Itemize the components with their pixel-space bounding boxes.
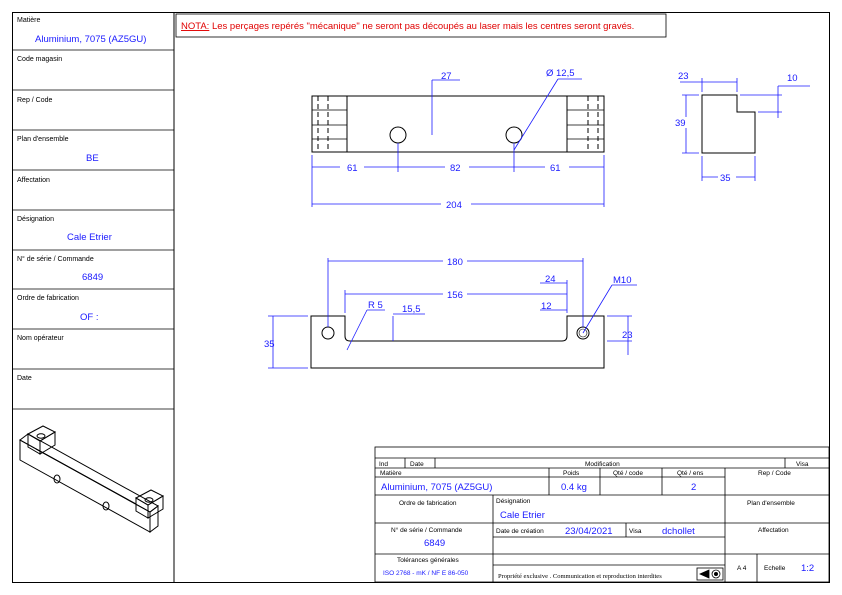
dim-82: 82 [450, 163, 461, 174]
field-value-designation: Cale Etrier [67, 232, 112, 243]
dim-23-side: 23 [678, 71, 689, 82]
field-value-ordre: OF : [80, 312, 98, 323]
dim-27: 27 [441, 71, 452, 82]
dim-23-front: 23 [622, 330, 633, 341]
dim-35-side: 35 [720, 173, 731, 184]
nota-text: NOTA: Les perçages repérés "mécanique" n… [181, 21, 634, 32]
tb-plan-label: Plan d'ensemble [747, 500, 795, 507]
sheet-frame [12, 12, 830, 583]
title-block-text: Ind Date Modification Visa Matière Alumi… [379, 461, 814, 580]
tb-tolerances-label: Tolérances générales [397, 557, 460, 564]
dim-15-5: 15,5 [402, 304, 421, 315]
tb-visa-label: Visa [629, 528, 642, 535]
tb-propriete: Propriété exclusive . Communication et r… [498, 573, 662, 580]
field-label-code-magasin: Code magasin [17, 56, 62, 63]
nota-body: Les perçages repérés "mécanique" ne sero… [209, 21, 634, 32]
field-label-serie: N° de série / Commande [17, 255, 94, 263]
tb-rep-code-label: Rep / Code [758, 470, 791, 477]
top-view [311, 95, 605, 153]
field-label-plan-ensemble: Plan d'ensemble [17, 136, 69, 143]
tb-poids: 0.4 kg [561, 482, 587, 493]
dim-24: 24 [545, 274, 556, 285]
projection-symbol-icon [696, 567, 724, 581]
field-label-ordre: Ordre de fabrication [17, 295, 79, 302]
tb-ind: Ind [379, 461, 388, 468]
dim-204: 204 [446, 200, 462, 211]
field-value-serie: 6849 [82, 272, 103, 283]
tb-designation: Cale Etrier [500, 510, 545, 521]
tb-qte-code-label: Qté / code [613, 470, 643, 477]
field-value-matiere: Aluminium, 7075 (AZ5GU) [35, 34, 146, 45]
side-view [701, 94, 756, 154]
tb-serie-label: N° de série / Commande [391, 526, 463, 534]
dim-61-right: 61 [550, 163, 561, 174]
top-view-dims [311, 78, 605, 209]
dim-39: 39 [675, 118, 686, 129]
dim-r5: R 5 [368, 300, 383, 311]
tb-visa-header: Visa [796, 461, 809, 468]
field-label-affectation: Affectation [17, 177, 50, 184]
tb-qte-ens: 2 [691, 482, 696, 493]
tb-matiere-label: Matière [380, 470, 402, 477]
tb-affectation-label: Affectation [758, 527, 789, 534]
dim-diameter-12-5: Ø 12,5 [546, 68, 575, 79]
tb-date: Date [410, 461, 424, 468]
tb-tolerances: ISO 2768 - mK / NF E 86-050 [383, 570, 469, 577]
field-label-rep-code: Rep / Code [17, 97, 53, 104]
field-label-matiere: Matière [17, 17, 40, 24]
field-label-operateur: Nom opérateur [17, 335, 64, 342]
title-block [374, 446, 830, 583]
dim-10: 10 [787, 73, 798, 84]
front-view-dims [268, 255, 637, 369]
tb-designation-label: Désignation [496, 498, 531, 505]
isometric-view [19, 425, 165, 533]
field-value-plan-ensemble: BE [86, 153, 99, 164]
tb-visa-value: dchollet [662, 526, 695, 537]
front-view [310, 315, 605, 369]
dim-180: 180 [447, 257, 463, 268]
field-label-date: Date [17, 375, 32, 382]
tb-echelle: 1:2 [801, 563, 814, 574]
tb-poids-label: Poids [563, 470, 580, 477]
dim-156: 156 [447, 290, 463, 301]
tb-ordre-label: Ordre de fabrication [399, 500, 457, 507]
left-panel [12, 49, 174, 410]
left-panel-fields: Matière Aluminium, 7075 (AZ5GU) Code mag… [17, 17, 146, 382]
tb-echelle-label: Echelle [764, 565, 786, 572]
dim-12: 12 [541, 301, 552, 312]
nota-prefix: NOTA: [181, 21, 209, 32]
tb-creation-label: Date de création [496, 528, 544, 535]
tb-serie: 6849 [424, 538, 445, 549]
tb-format: A 4 [737, 565, 747, 572]
tb-qte-ens-label: Qté / ens [677, 470, 704, 477]
nota-box [175, 13, 667, 38]
side-view-dims [675, 78, 810, 182]
tb-creation: 23/04/2021 [565, 526, 613, 537]
field-label-designation: Désignation [17, 216, 54, 223]
dim-61-left: 61 [347, 163, 358, 174]
dim-m10: M10 [613, 275, 631, 286]
tb-modification: Modification [585, 461, 620, 468]
dim-35: 35 [264, 339, 275, 350]
tb-matiere: Aluminium, 7075 (AZ5GU) [381, 482, 492, 493]
